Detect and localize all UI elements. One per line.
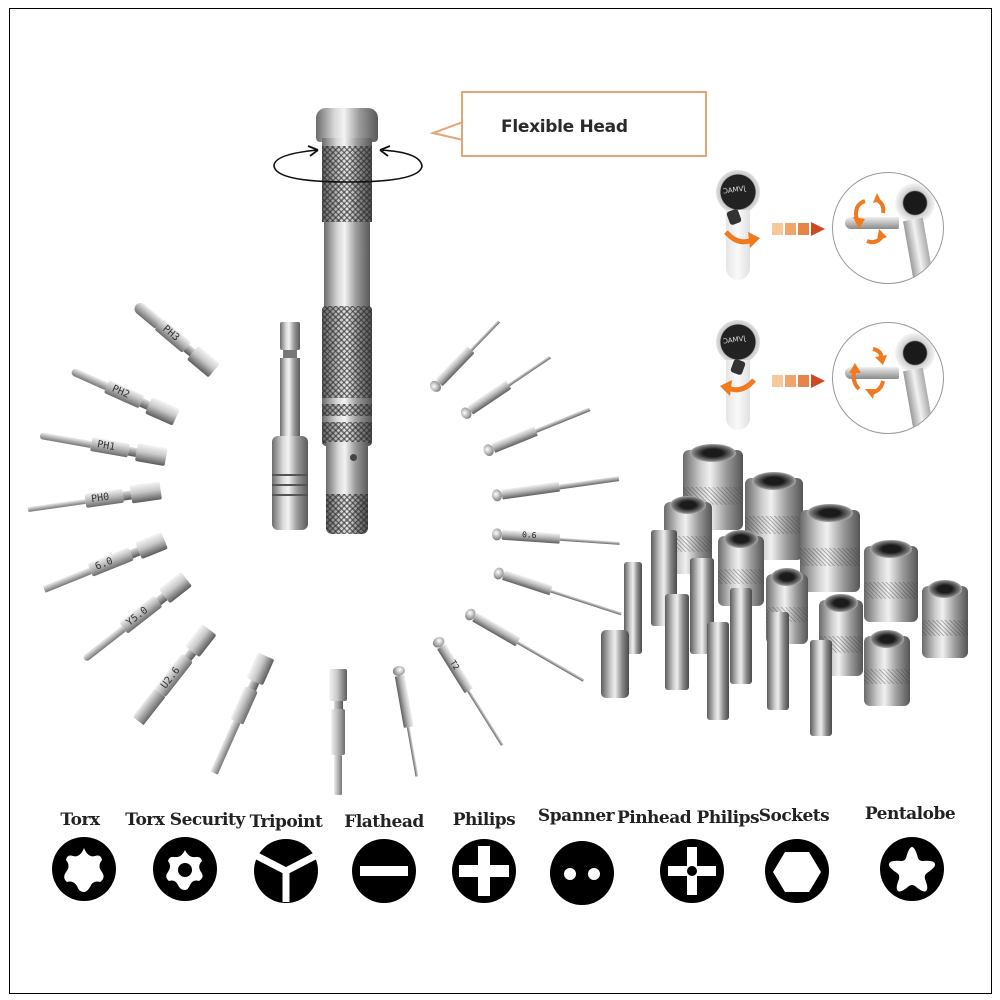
label-torx-security: Torx Security bbox=[125, 810, 245, 830]
rotation-arrows-icon bbox=[853, 193, 887, 245]
grip-ring bbox=[322, 398, 372, 404]
flathead-icon bbox=[352, 839, 416, 903]
torx-icon bbox=[52, 837, 116, 901]
label-tripoint: Tripoint bbox=[249, 812, 323, 832]
rotation-arrow-reverse-icon bbox=[720, 378, 756, 396]
socket-hex-bit bbox=[810, 640, 832, 736]
image-frame bbox=[9, 8, 992, 994]
label-pinhead-philips: Pinhead Philips bbox=[616, 808, 760, 828]
sockets-icon bbox=[765, 839, 829, 903]
torx-security-icon bbox=[153, 837, 217, 901]
label-philips: Philips bbox=[452, 810, 516, 830]
callout-pointer bbox=[430, 121, 464, 141]
socket-small bbox=[864, 630, 910, 706]
direction-arrow bbox=[772, 374, 825, 388]
spanner-icon bbox=[550, 841, 614, 905]
screwdriver-grip bbox=[322, 306, 372, 446]
screwdriver-shaft bbox=[324, 222, 370, 314]
barrel-knurl bbox=[326, 494, 368, 534]
socket-medium bbox=[864, 540, 918, 622]
ratchet-detail-forward bbox=[832, 172, 944, 284]
philips-icon bbox=[452, 839, 516, 903]
extension-shaft bbox=[280, 358, 300, 436]
screwdriver-barrel bbox=[326, 442, 368, 494]
socket-hex-bit bbox=[767, 612, 789, 710]
bit-torx bbox=[329, 669, 347, 795]
label-flathead: Flathead bbox=[344, 812, 424, 832]
label-sockets: Sockets bbox=[758, 806, 830, 826]
socket-adapter bbox=[601, 630, 629, 698]
rotation-arrow-icon bbox=[724, 230, 760, 248]
grip-ring bbox=[322, 416, 372, 422]
extension-hex-shank bbox=[280, 322, 300, 350]
label-pentalobe: Pentalobe bbox=[864, 804, 956, 824]
socket-hex-bit bbox=[665, 594, 689, 690]
screwdriver-head-cap bbox=[316, 108, 378, 142]
socket-hex-bit bbox=[730, 588, 752, 684]
rotation-arrow-icon bbox=[273, 145, 423, 183]
ratchet-detail-reverse bbox=[832, 322, 944, 434]
sleeve-ring bbox=[272, 474, 308, 476]
pentalobe-icon bbox=[880, 837, 944, 901]
screwdriver-head-collar bbox=[322, 138, 372, 148]
label-spanner: Spanner bbox=[537, 806, 615, 826]
barrel-hole bbox=[350, 454, 357, 461]
extension-sleeve bbox=[272, 436, 308, 530]
flexible-head-callout: Flexible Head bbox=[461, 91, 707, 157]
rotation-arrows-reverse-icon bbox=[849, 347, 887, 399]
screwdriver-knurl-top bbox=[322, 146, 372, 222]
socket-hex-bit bbox=[707, 622, 729, 720]
bit-extension-holder bbox=[268, 322, 312, 532]
extension-neck bbox=[283, 350, 297, 358]
pinhead-philips-icon bbox=[660, 839, 724, 903]
socket-large bbox=[800, 504, 860, 592]
precision-screwdriver bbox=[312, 102, 382, 542]
socket-medium bbox=[718, 530, 764, 606]
callout-label: Flexible Head bbox=[501, 117, 628, 137]
direction-arrow bbox=[772, 222, 825, 236]
socket-hex-bit bbox=[624, 562, 642, 654]
socket-small bbox=[922, 580, 968, 658]
tripoint-icon bbox=[254, 839, 318, 903]
sleeve-ring bbox=[272, 494, 308, 496]
ratchet-handle-forward: JVMAC bbox=[716, 170, 760, 280]
sleeve-ring bbox=[272, 484, 308, 486]
ratchet-handle-reverse: JVMAC bbox=[716, 320, 760, 430]
label-torx: Torx bbox=[60, 810, 100, 830]
